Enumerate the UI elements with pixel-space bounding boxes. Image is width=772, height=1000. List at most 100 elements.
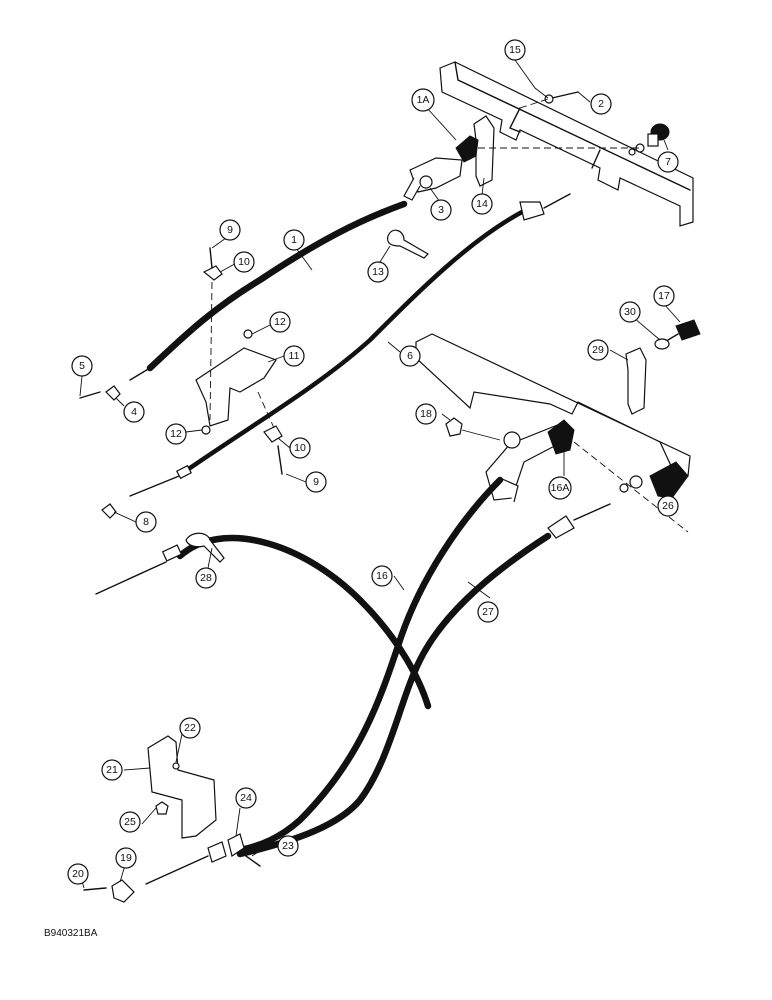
callout-10-upper: 10 bbox=[233, 251, 255, 273]
callout-26-label: 26 bbox=[662, 500, 674, 512]
fitting-8 bbox=[101, 503, 117, 519]
callout-28-label: 28 bbox=[200, 572, 212, 584]
callout-23: 23 bbox=[277, 835, 299, 857]
nut-12-upper bbox=[243, 329, 253, 339]
callout-15: 15 bbox=[504, 39, 526, 61]
callout-20: 20 bbox=[67, 863, 89, 885]
callout-5: 5 bbox=[71, 355, 93, 377]
callout-4-label: 4 bbox=[131, 406, 137, 418]
callout-14: 14 bbox=[471, 193, 493, 215]
callout-24-label: 24 bbox=[240, 792, 252, 804]
clamp-28 bbox=[185, 532, 225, 563]
callout-2-label: 2 bbox=[598, 98, 604, 110]
cable-16 bbox=[236, 476, 504, 854]
callout-30: 30 bbox=[619, 301, 641, 323]
callout-7: 7 bbox=[657, 151, 679, 173]
callout-11-label: 11 bbox=[289, 350, 300, 362]
callout-1: 1 bbox=[283, 229, 305, 251]
callout-12-upper-label: 12 bbox=[274, 316, 286, 328]
callout-29: 29 bbox=[587, 339, 609, 361]
knob-7 bbox=[628, 123, 670, 156]
callout-16a-label: 16A bbox=[551, 482, 570, 494]
callout-3: 3 bbox=[430, 199, 452, 221]
clip-10-upper bbox=[202, 265, 223, 281]
callout-25-label: 25 bbox=[124, 816, 136, 828]
callout-24: 24 bbox=[235, 787, 257, 809]
callout-25: 25 bbox=[119, 811, 141, 833]
clip-10-lower bbox=[263, 425, 283, 443]
nut-12-lower bbox=[201, 425, 211, 435]
callout-1a: 1A bbox=[411, 88, 435, 112]
callout-16: 16 bbox=[371, 565, 393, 587]
callout-9-upper: 9 bbox=[219, 219, 241, 241]
callout-21: 21 bbox=[101, 759, 123, 781]
callout-27-label: 27 bbox=[482, 606, 494, 618]
cable-28 bbox=[176, 534, 432, 710]
callout-10-lower: 10 bbox=[289, 437, 311, 459]
callout-19-label: 19 bbox=[120, 852, 132, 864]
cable-1 bbox=[146, 200, 408, 372]
lower-mounting-panel bbox=[415, 333, 691, 477]
callout-9-upper-label: 9 bbox=[227, 224, 233, 236]
callout-22-label: 22 bbox=[184, 722, 196, 734]
callout-3-label: 3 bbox=[438, 204, 444, 216]
callout-6: 6 bbox=[399, 345, 421, 367]
knob-26 bbox=[619, 461, 689, 499]
callout-16a: 16A bbox=[548, 476, 572, 500]
callout-15-label: 15 bbox=[509, 44, 521, 56]
callout-19: 19 bbox=[115, 847, 137, 869]
callout-1-label: 1 bbox=[291, 234, 297, 246]
callout-8-label: 8 bbox=[143, 516, 149, 528]
callout-9-lower: 9 bbox=[305, 471, 327, 493]
callout-10-upper-label: 10 bbox=[238, 256, 250, 268]
callout-29-label: 29 bbox=[592, 344, 604, 356]
screw-23 bbox=[245, 855, 261, 867]
callout-28: 28 bbox=[195, 567, 217, 589]
callout-9-lower-label: 9 bbox=[313, 476, 319, 488]
upper-mounting-panel bbox=[439, 61, 694, 227]
callout-12-lower: 12 bbox=[165, 423, 187, 445]
callout-17-label: 17 bbox=[658, 290, 670, 302]
callout-20-label: 20 bbox=[72, 868, 84, 880]
callout-22: 22 bbox=[179, 717, 201, 739]
callout-26: 26 bbox=[657, 495, 679, 517]
callout-23-label: 23 bbox=[282, 840, 294, 852]
nut-25 bbox=[155, 801, 169, 815]
callout-8: 8 bbox=[135, 511, 157, 533]
washer-30 bbox=[654, 338, 670, 350]
callout-21-label: 21 bbox=[106, 764, 118, 776]
lever-assembly-16a bbox=[485, 419, 575, 503]
callout-14-label: 14 bbox=[476, 198, 488, 210]
callout-18: 18 bbox=[415, 403, 437, 425]
callout-11: 11 bbox=[283, 345, 305, 367]
callout-6-label: 6 bbox=[407, 350, 413, 362]
callout-16-label: 16 bbox=[376, 570, 388, 582]
bracket-21 bbox=[147, 735, 217, 839]
nut-18 bbox=[445, 417, 463, 437]
plate-11 bbox=[195, 347, 277, 427]
bolt-2 bbox=[544, 91, 579, 104]
callout-12-upper: 12 bbox=[269, 311, 291, 333]
callout-5-label: 5 bbox=[79, 360, 85, 372]
cable-27 bbox=[236, 532, 552, 858]
callout-18-label: 18 bbox=[420, 408, 432, 420]
callout-4: 4 bbox=[123, 401, 145, 423]
callout-2: 2 bbox=[590, 93, 612, 115]
lever-assembly-3 bbox=[403, 135, 479, 201]
callout-30-label: 30 bbox=[624, 306, 636, 318]
fitting-4 bbox=[105, 385, 121, 401]
callout-13-label: 13 bbox=[372, 266, 384, 278]
callout-1a-label: 1A bbox=[417, 94, 430, 106]
bolt-17 bbox=[675, 319, 701, 341]
callout-10-lower-label: 10 bbox=[294, 442, 306, 454]
cable-6 bbox=[187, 209, 525, 471]
callout-27: 27 bbox=[477, 601, 499, 623]
pin-20 bbox=[83, 887, 107, 891]
callout-7-label: 7 bbox=[665, 156, 671, 168]
callout-12-lower-label: 12 bbox=[170, 428, 182, 440]
callout-17: 17 bbox=[653, 285, 675, 307]
figure-code: B940321BA bbox=[44, 928, 98, 939]
clamp-13 bbox=[387, 229, 429, 259]
callout-13: 13 bbox=[367, 261, 389, 283]
